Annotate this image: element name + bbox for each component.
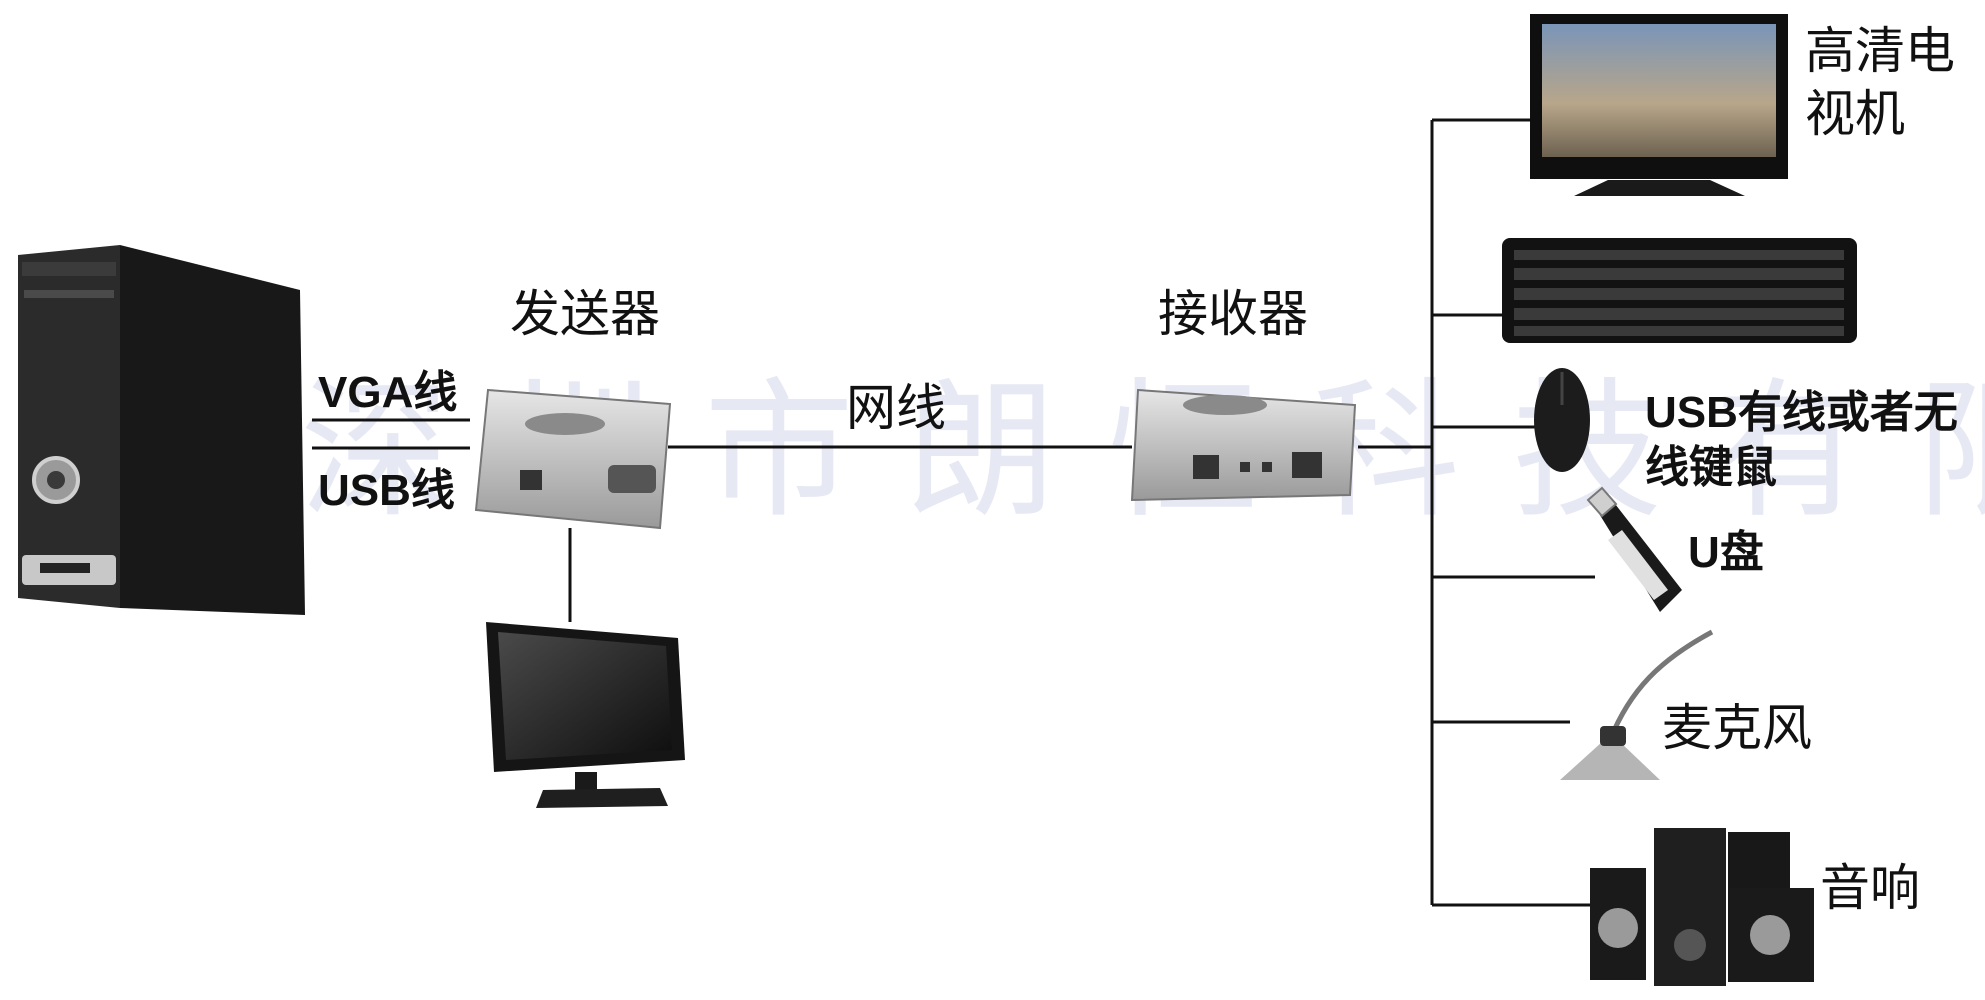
mouse-icon (1534, 368, 1590, 472)
pc-tower-icon (18, 245, 305, 615)
receiver-device-icon (1130, 388, 1357, 502)
microphone-label: 麦克风 (1662, 699, 1812, 757)
keyboard-icon (1502, 238, 1857, 343)
microphone-icon (1560, 629, 1714, 780)
hdtv-icon (1530, 14, 1788, 196)
hdtv-label: 高清电视机 (1805, 22, 1955, 143)
speakers-label: 音响 (1820, 859, 1920, 917)
speakers-icon (1590, 828, 1814, 986)
sender-label: 发送器 (510, 285, 660, 343)
sender-device-icon (474, 388, 672, 530)
cables (312, 118, 1595, 907)
usb-drive-label: U盘 (1688, 528, 1764, 577)
local-monitor-icon (486, 622, 685, 808)
receiver-label: 接收器 (1158, 285, 1308, 343)
network-cable-label: 网线 (846, 379, 946, 437)
keyboard-mouse-label: USB有线或者无线键鼠 (1645, 388, 1958, 492)
usb-drive-icon (1586, 486, 1682, 612)
vga-cable-label: VGA线 (318, 368, 458, 417)
usb-cable-label: USB线 (318, 466, 455, 515)
